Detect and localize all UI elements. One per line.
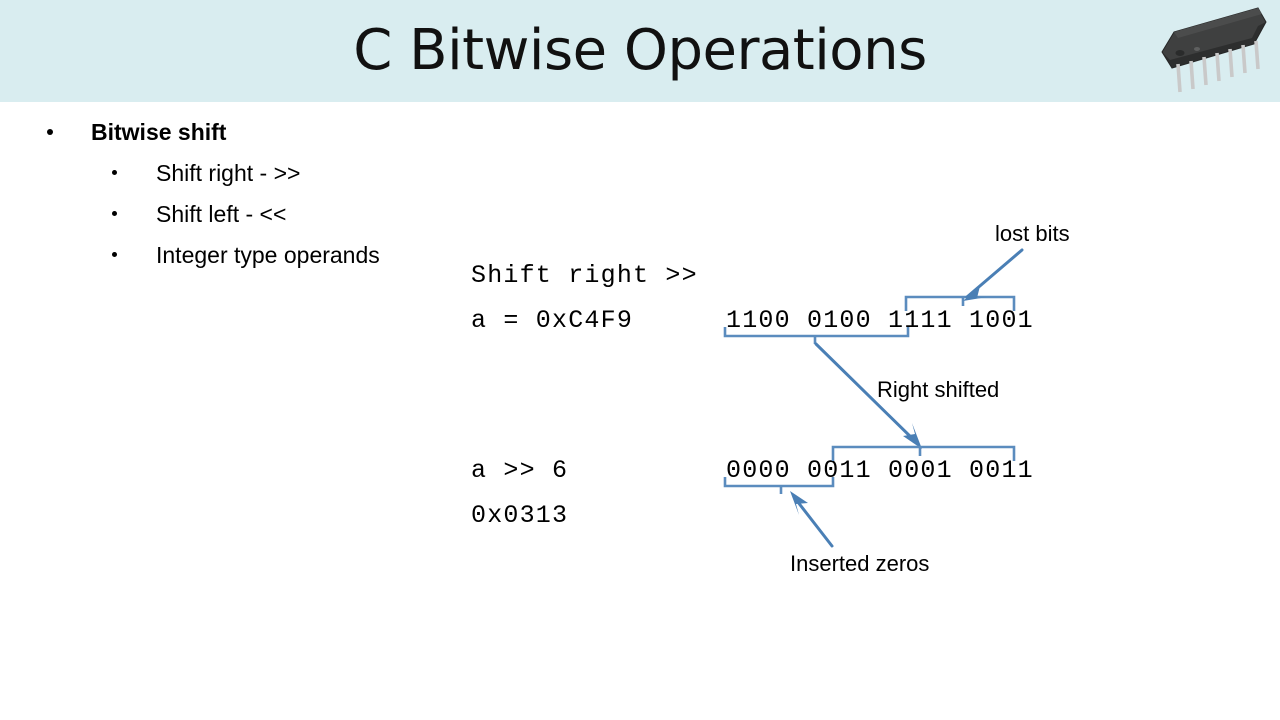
bullet-dot-icon	[47, 129, 53, 135]
bracket-row1-kept	[723, 327, 910, 344]
bullet-item-bitwise-shift: Bitwise shift	[0, 112, 470, 153]
bracket-row2-shifted	[831, 445, 1016, 461]
arrow-inserted-zeros-head	[790, 491, 808, 515]
bullet-label: Bitwise shift	[91, 119, 227, 145]
bracket-row1-lost	[904, 295, 1016, 311]
annotation-lost-bits: lost bits	[995, 221, 1070, 246]
bullet-dot-icon	[112, 170, 117, 175]
arrow-lost-bits-head	[963, 286, 987, 301]
bullet-label: Shift left - <<	[156, 201, 287, 227]
arrow-right-shifted-head	[903, 423, 922, 449]
bullet-label: Shift right - >>	[156, 160, 301, 186]
annotation-right-shifted: Right shifted	[877, 377, 1000, 402]
bullet-label: Integer type operands	[156, 242, 380, 268]
page-title: C Bitwise Operations	[353, 18, 927, 83]
bullet-dot-icon	[112, 252, 117, 257]
arrow-inserted-zeros	[792, 495, 834, 548]
bits-after-shift: 0000 0011 0001 0011	[726, 456, 1034, 485]
slide-header: C Bitwise Operations	[0, 0, 1280, 102]
code-heading-shift-right: Shift right >>	[471, 261, 698, 290]
bullet-dot-icon	[112, 211, 117, 216]
code-a-assignment: a = 0xC4F9	[471, 306, 634, 335]
bullet-item-integer-type-operands: Integer type operands	[0, 235, 470, 276]
arrow-right-shifted	[814, 342, 920, 446]
arrow-lost-bits	[965, 248, 1024, 299]
bullet-item-shift-right: Shift right - >>	[0, 153, 470, 194]
dip-ic-chip-icon	[1154, 4, 1272, 100]
bracket-row2-inserted	[723, 477, 835, 494]
bullet-item-shift-left: Shift left - <<	[0, 194, 470, 235]
annotation-inserted-zeros: Inserted zeros	[790, 551, 930, 576]
code-a-shift-expression: a >> 6	[471, 456, 569, 485]
bits-before-shift: 1100 0100 1111 1001	[726, 306, 1034, 335]
bullet-list: Bitwise shift Shift right - >> Shift lef…	[0, 112, 470, 276]
code-a-result-hex: 0x0313	[471, 501, 569, 530]
